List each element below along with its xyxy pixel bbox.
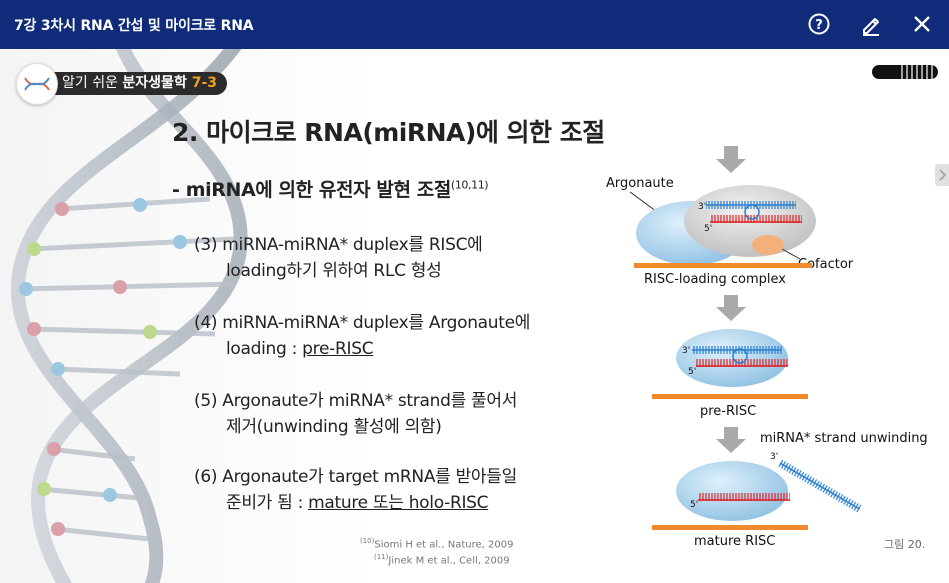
list-item: (6) Argonaute가 target mRNA를 받아들일 준비가 됨 :… [194, 467, 517, 513]
help-button[interactable]: ? [805, 10, 833, 38]
rlc-label: RISC-loading complex [644, 272, 786, 287]
down-arrow-icon [716, 427, 746, 453]
question-circle-icon: ? [808, 13, 830, 35]
close-button[interactable] [908, 10, 936, 38]
title-bar: 7강 3차시 RNA 간섭 및 마이크로 RNA ? [0, 0, 949, 49]
pencil-icon [863, 18, 879, 36]
dna-logo-icon [24, 77, 50, 91]
cofactor-label: Cofactor [798, 257, 854, 272]
dna-logo [16, 63, 58, 105]
svg-text:3': 3' [698, 202, 706, 212]
list-item: (5) Argonaute가 miRNA* strand를 풀어서 제거(unw… [194, 391, 518, 437]
edit-button[interactable] [857, 10, 885, 38]
slide-heading: 2. 마이크로 RNA(miRNA)에 의한 조절 [172, 118, 605, 147]
cofactor-shape [752, 235, 784, 255]
mature-risc-shape [676, 461, 788, 521]
svg-text:3': 3' [682, 346, 690, 356]
list-item: (3) miRNA-miRNA* duplex를 RISC에 loading하기… [194, 235, 483, 281]
svg-text:5': 5' [688, 367, 696, 377]
svg-text:3': 3' [770, 452, 778, 462]
chevron-right-icon [939, 169, 947, 181]
rlc-platform [634, 263, 812, 268]
down-arrow-icon [716, 146, 746, 173]
course-badge: 알기 쉬운 분자생물학 7-3 [16, 63, 236, 105]
pre-risc-platform [652, 394, 808, 399]
window-title: 7강 3차시 RNA 간섭 및 마이크로 RNA [14, 18, 254, 34]
dna-helix-decoration [11, 49, 248, 583]
risc-diagram: Argonaute Cofactor 3' 5' RISC-loading co… [606, 146, 928, 549]
close-icon [914, 16, 930, 32]
svg-text:?: ? [815, 18, 823, 33]
slide-subheading: - miRNA에 의한 유전자 발현 조절(10,11) [172, 178, 489, 201]
pre-risc-shape [676, 329, 788, 387]
slide-content: 알기 쉬운 분자생물학 7-3 2. 마이크로 RNA(miRNA)에 의한 조… [0, 49, 949, 583]
brand-logo [872, 65, 938, 79]
argonaute-label: Argonaute [606, 176, 674, 191]
citations: (10)Siomi H et al., Nature, 2009 (11)Jin… [360, 537, 514, 567]
figure-label: 그림 20. [884, 538, 926, 551]
list-item: (4) miRNA-miRNA* duplex를 Argonaute에 load… [194, 313, 531, 359]
unwinding-label: miRNA* strand unwinding [760, 431, 928, 446]
svg-text:5': 5' [704, 224, 712, 234]
pre-risc-label: pre-RISC [700, 404, 756, 419]
mature-risc-platform [652, 525, 808, 530]
course-badge-label: 알기 쉬운 분자생물학 7-3 [44, 72, 227, 95]
next-slide-arrow[interactable] [935, 164, 949, 186]
down-arrow-icon [716, 295, 746, 321]
svg-text:5': 5' [690, 500, 698, 510]
mature-risc-label: mature RISC [694, 534, 775, 549]
